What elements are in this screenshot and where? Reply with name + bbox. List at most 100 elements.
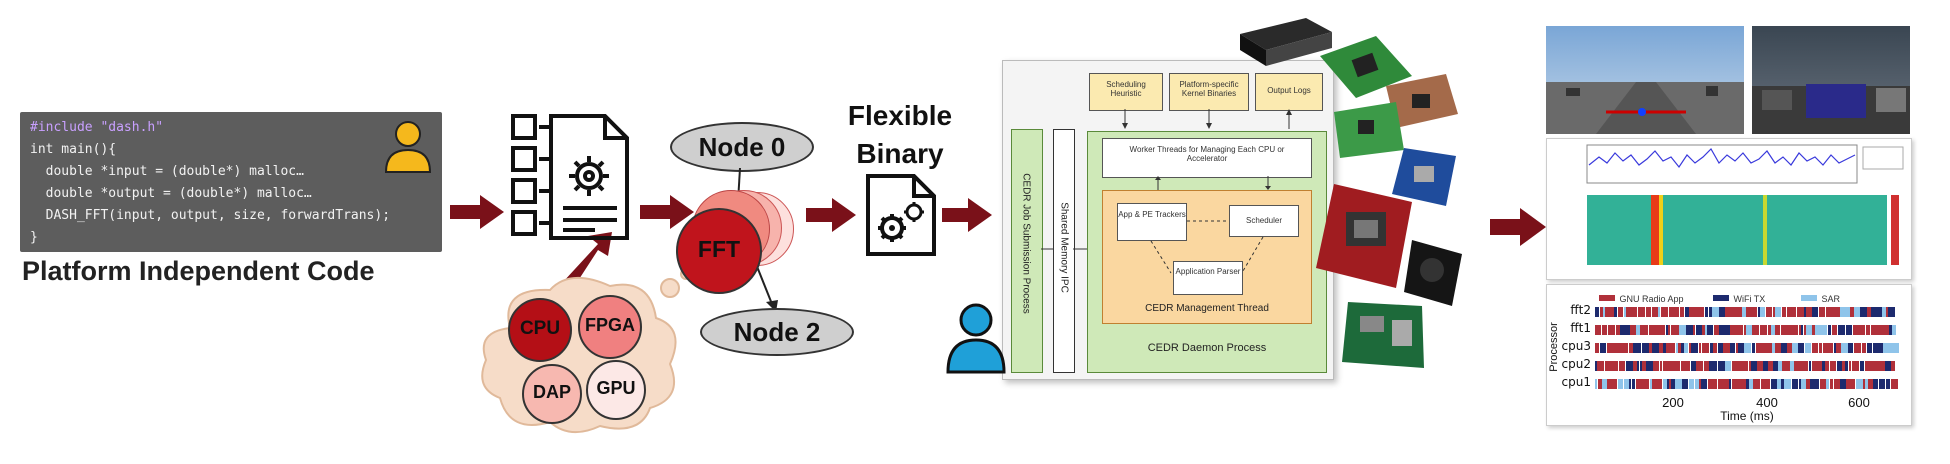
fpga-label: FPGA	[584, 315, 635, 335]
code-line: DASH_FFT(input, output, size, forwardTra…	[30, 208, 391, 223]
gantt-task-segment	[1725, 361, 1731, 371]
gantt-task-segment	[1642, 343, 1649, 353]
gantt-task-segment	[1685, 307, 1689, 317]
gantt-task-segment	[1798, 343, 1804, 353]
gantt-task-segment	[1744, 343, 1751, 353]
gantt-task-segment	[1640, 325, 1642, 335]
gantt-task-segment	[1682, 379, 1688, 389]
gantt-task-segment	[1727, 307, 1730, 317]
signal-spectrogram-plot	[1586, 144, 1904, 265]
gantt-task-segment	[1607, 343, 1613, 353]
gantt-task-segment	[1629, 343, 1633, 353]
config-arrows	[1122, 109, 1292, 129]
gantt-task-segment	[1638, 307, 1645, 317]
gantt-task-segment	[1752, 343, 1755, 353]
gantt-task-segment	[1738, 325, 1743, 335]
gantt-task-segment	[1726, 325, 1730, 335]
output-logs-label: Output Logs	[1267, 86, 1311, 95]
gantt-task-segment	[1710, 343, 1713, 353]
gantt-task-segment	[1607, 379, 1609, 389]
gantt-task-segment	[1691, 343, 1698, 353]
gantt-task-segment	[1686, 325, 1693, 335]
gantt-task-segment	[1766, 307, 1772, 317]
gantt-task-segment	[1773, 361, 1776, 371]
gantt-task-segment	[1865, 361, 1872, 371]
gantt-task-segment	[1865, 379, 1868, 389]
x-tick-600: 600	[1848, 395, 1870, 410]
gantt-task-segment	[1715, 343, 1717, 353]
gantt-task-segment	[1652, 307, 1658, 317]
mini-pc-board-icon	[1342, 302, 1424, 368]
gantt-task-segment	[1771, 325, 1775, 335]
gantt-task-segment	[1679, 325, 1686, 335]
server-chassis-icon	[1240, 18, 1332, 66]
gantt-task-segment	[1879, 379, 1885, 389]
gantt-task-segment	[1642, 361, 1644, 371]
gantt-task-segment	[1849, 361, 1851, 371]
gantt-task-segment	[1629, 379, 1631, 389]
gantt-task-segment	[1743, 361, 1748, 371]
gantt-task-segment	[1765, 343, 1772, 353]
spectrogram-panel	[1546, 138, 1912, 280]
gantt-task-segment	[1804, 307, 1806, 317]
gantt-task-segment	[1860, 361, 1864, 371]
gantt-task-segment	[1885, 325, 1889, 335]
gantt-task-segment	[1702, 325, 1705, 335]
gantt-task-segment	[1746, 325, 1752, 335]
gantt-task-segment	[1671, 343, 1673, 353]
gantt-task-segment	[1626, 361, 1633, 371]
gantt-task-segment	[1696, 307, 1700, 317]
gantt-task-segment	[1738, 343, 1744, 353]
gantt-task-segment	[1787, 307, 1791, 317]
vehicle-detection-image	[1752, 26, 1910, 134]
gantt-task-segment	[1689, 343, 1691, 353]
driving-scene-images	[1546, 26, 1910, 134]
legend-label: WiFi TX	[1733, 294, 1766, 304]
gantt-task-segment	[1866, 325, 1868, 335]
processor-label-cpu3: cpu3	[1561, 339, 1591, 353]
gantt-task-segment	[1785, 325, 1788, 335]
gantt-task-segment	[1600, 307, 1603, 317]
gantt-task-segment	[1712, 307, 1719, 317]
gantt-task-segment	[1775, 307, 1781, 317]
gantt-task-segment	[1676, 343, 1678, 353]
gantt-task-segment	[1723, 343, 1730, 353]
gantt-task-segment	[1688, 361, 1690, 371]
gantt-task-segment	[1663, 361, 1667, 371]
gantt-task-segment	[1614, 307, 1617, 317]
gantt-task-segment	[1820, 379, 1824, 389]
job-submission-process: CEDR Job Submission Process	[1011, 129, 1043, 373]
x-tick-400: 400	[1756, 395, 1778, 410]
gantt-task-segment	[1649, 325, 1655, 335]
gantt-task-segment	[1595, 379, 1597, 389]
gantt-task-segment	[1868, 379, 1873, 389]
gantt-task-segment	[1833, 307, 1840, 317]
gantt-task-segment	[1757, 361, 1763, 371]
gantt-task-segment	[1709, 307, 1712, 317]
gantt-task-segment	[1630, 325, 1636, 335]
x-tick-200: 200	[1662, 395, 1684, 410]
gantt-task-segment	[1739, 379, 1746, 389]
gantt-task-segment	[1751, 361, 1757, 371]
gantt-task-segment	[1718, 361, 1725, 371]
gantt-task-segment	[1708, 379, 1715, 389]
gantt-task-segment	[1669, 361, 1673, 371]
gantt-task-segment	[1603, 307, 1605, 317]
gantt-task-segment	[1635, 343, 1641, 353]
gantt-task-segment	[1793, 325, 1798, 335]
gantt-task-segment	[1644, 361, 1646, 371]
gantt-task-segment	[1886, 379, 1890, 389]
gantt-task-segment	[1850, 307, 1854, 317]
gantt-task-segment	[1781, 343, 1787, 353]
dap-target: DAP	[522, 364, 582, 424]
operator-user-icon	[946, 303, 1006, 374]
gantt-task-segment	[1666, 343, 1671, 353]
gantt-task-segment	[1871, 325, 1875, 335]
gantt-task-segment	[1888, 307, 1895, 317]
gantt-task-segment	[1619, 343, 1622, 353]
gantt-task-segment	[1704, 361, 1709, 371]
cedr-management-thread: App & PE Trackers Scheduler Application …	[1102, 190, 1312, 324]
gantt-task-segment	[1854, 343, 1861, 353]
gantt-task-segment	[1746, 307, 1750, 317]
worker-threads-box: Worker Threads for Managing Each CPU or …	[1102, 138, 1312, 178]
